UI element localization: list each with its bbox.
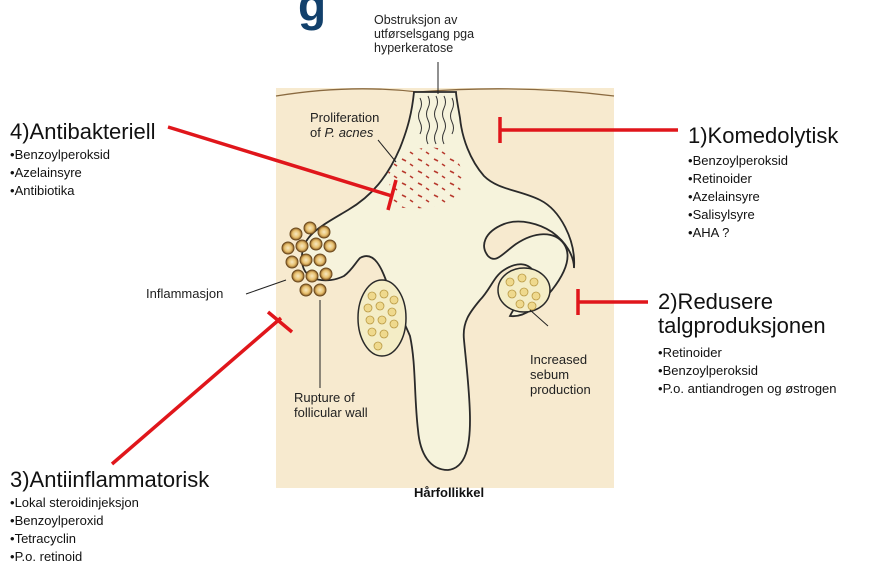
proliferation-label: Proliferation of P. acnes xyxy=(310,110,379,140)
treatment-2-list: Retinoider Benzoylperoksid P.o. antiandr… xyxy=(658,344,837,398)
obstruction-label-line-2: utførselsgang pga xyxy=(374,27,474,41)
sebum-label-line-2: sebum xyxy=(530,367,591,382)
rupture-label-line-1: Rupture of xyxy=(294,390,368,405)
obstruction-label-line-3: hyperkeratose xyxy=(374,41,474,55)
rupture-label: Rupture of follicular wall xyxy=(294,390,368,420)
list-item: P.o. retinoid xyxy=(10,548,139,566)
treatment-1-list: Benzoylperoksid Retinoider Azelainsyre S… xyxy=(688,152,788,242)
list-item: Retinoider xyxy=(688,170,788,188)
treatment-4-heading: 4)Antibakteriell xyxy=(10,120,156,144)
rupture-label-line-2: follicular wall xyxy=(294,405,368,420)
obstruction-label-line-1: Obstruksjon av xyxy=(374,13,474,27)
inflammation-label: Inflammasjon xyxy=(146,286,223,301)
treatment-1-heading: 1)Komedolytisk xyxy=(688,124,838,148)
list-item: Benzoylperoksid xyxy=(658,362,837,380)
sebaceous-gland-left xyxy=(358,280,406,356)
sebum-label: Increased sebum production xyxy=(530,352,591,397)
obstruction-label: Obstruksjon av utførselsgang pga hyperke… xyxy=(374,13,474,55)
proliferation-label-line-1: Proliferation xyxy=(310,110,379,125)
figure-caption: Hårfollikkel xyxy=(414,485,484,500)
treatment-2-heading-line-2: talgproduksjonen xyxy=(658,314,826,338)
inhibitor-line-antiinflammatorisk xyxy=(112,318,281,464)
treatment-3-heading: 3)Antiinflammatorisk xyxy=(10,468,209,492)
list-item: Benzoylperoxid xyxy=(10,512,139,530)
proliferation-label-line-2: of P. acnes xyxy=(310,125,379,140)
list-item: Tetracyclin xyxy=(10,530,139,548)
list-item: Retinoider xyxy=(658,344,837,362)
treatment-4-list: Benzoylperoksid Azelainsyre Antibiotika xyxy=(10,146,110,200)
list-item: Azelainsyre xyxy=(688,188,788,206)
list-item: Antibiotika xyxy=(10,182,110,200)
list-item: Benzoylperoksid xyxy=(10,146,110,164)
list-item: AHA ? xyxy=(688,224,788,242)
list-item: Salisylsyre xyxy=(688,206,788,224)
sebaceous-gland-right xyxy=(498,268,550,312)
list-item: Lokal steroidinjeksjon xyxy=(10,494,139,512)
sebum-label-line-1: Increased xyxy=(530,352,591,367)
treatment-2-heading: 2)Redusere talgproduksjonen xyxy=(658,290,826,338)
treatment-2-heading-line-1: 2)Redusere xyxy=(658,290,826,314)
list-item: Benzoylperoksid xyxy=(688,152,788,170)
list-item: P.o. antiandrogen og østrogen xyxy=(658,380,837,398)
list-item: Azelainsyre xyxy=(10,164,110,182)
sebum-label-line-3: production xyxy=(530,382,591,397)
treatment-3-list: Lokal steroidinjeksjon Benzoylperoxid Te… xyxy=(10,494,139,566)
